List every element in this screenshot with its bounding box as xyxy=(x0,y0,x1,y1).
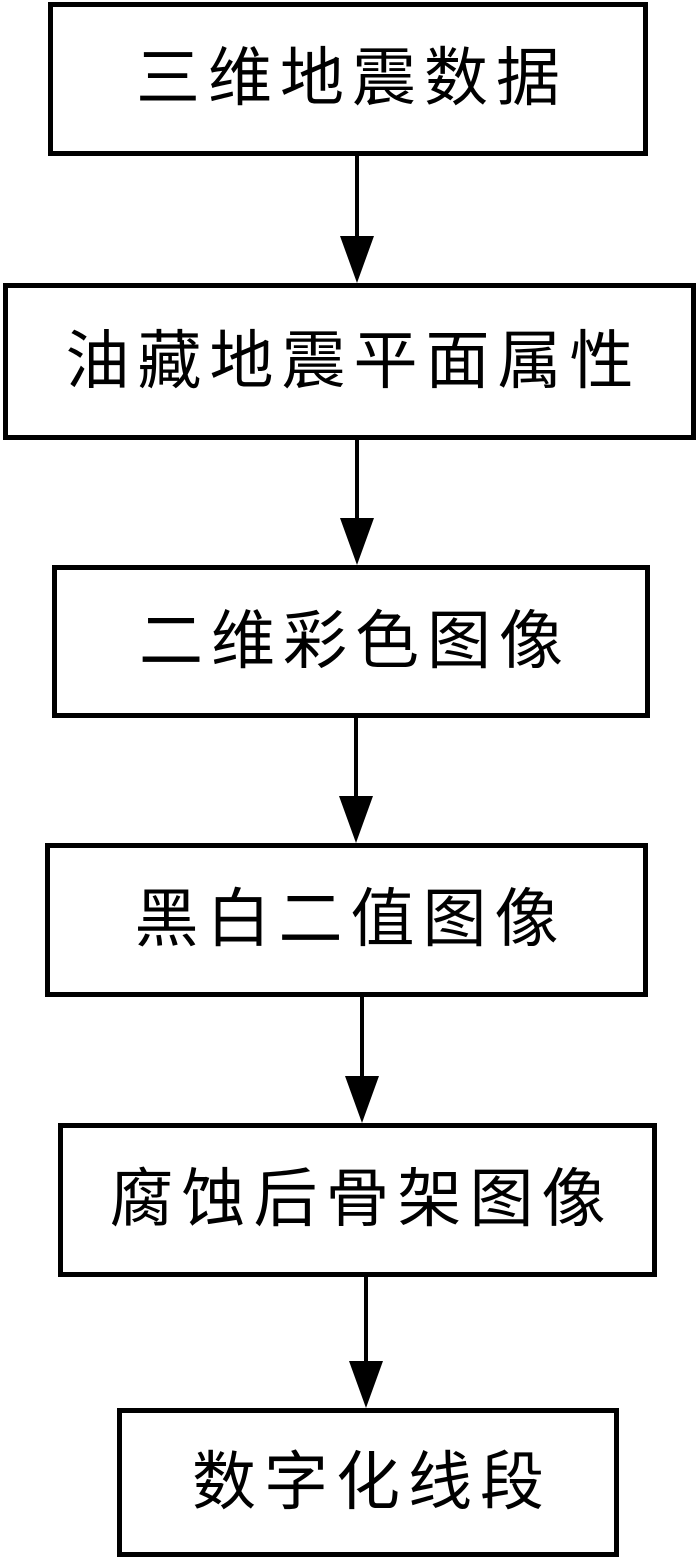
node-label: 三维地震数据 xyxy=(136,42,568,116)
arrow-shaft xyxy=(355,440,359,523)
arrow-shaft xyxy=(364,1277,368,1366)
arrow-head xyxy=(340,236,374,283)
node-eroded-skeleton-image: 腐蚀后骨架图像 xyxy=(58,1123,657,1277)
node-3d-seismic-data: 三维地震数据 xyxy=(48,2,648,156)
arrow-down-icon xyxy=(340,440,374,565)
node-digitized-line-segments: 数字化线段 xyxy=(117,1408,619,1557)
arrow-down-icon xyxy=(349,1277,383,1408)
node-label: 黑白二值图像 xyxy=(134,883,567,957)
arrow-down-icon xyxy=(340,156,374,283)
node-label: 二维彩色图像 xyxy=(139,604,571,679)
arrow-head xyxy=(339,796,373,843)
arrow-head xyxy=(340,518,374,565)
arrow-down-icon xyxy=(339,718,373,843)
node-black-white-binary-image: 黑白二值图像 xyxy=(45,843,648,997)
arrow-shaft xyxy=(354,718,358,801)
node-2d-color-image: 二维彩色图像 xyxy=(52,565,650,718)
arrow-down-icon xyxy=(345,997,379,1123)
node-label: 油藏地震平面属性 xyxy=(65,324,642,399)
node-reservoir-seismic-plane-attribute: 油藏地震平面属性 xyxy=(3,283,696,440)
arrow-shaft xyxy=(360,997,364,1081)
arrow-head xyxy=(345,1076,379,1123)
node-label: 数字化线段 xyxy=(192,1445,552,1520)
arrow-head xyxy=(349,1361,383,1408)
arrow-shaft xyxy=(355,156,359,241)
node-label: 腐蚀后骨架图像 xyxy=(109,1163,614,1237)
